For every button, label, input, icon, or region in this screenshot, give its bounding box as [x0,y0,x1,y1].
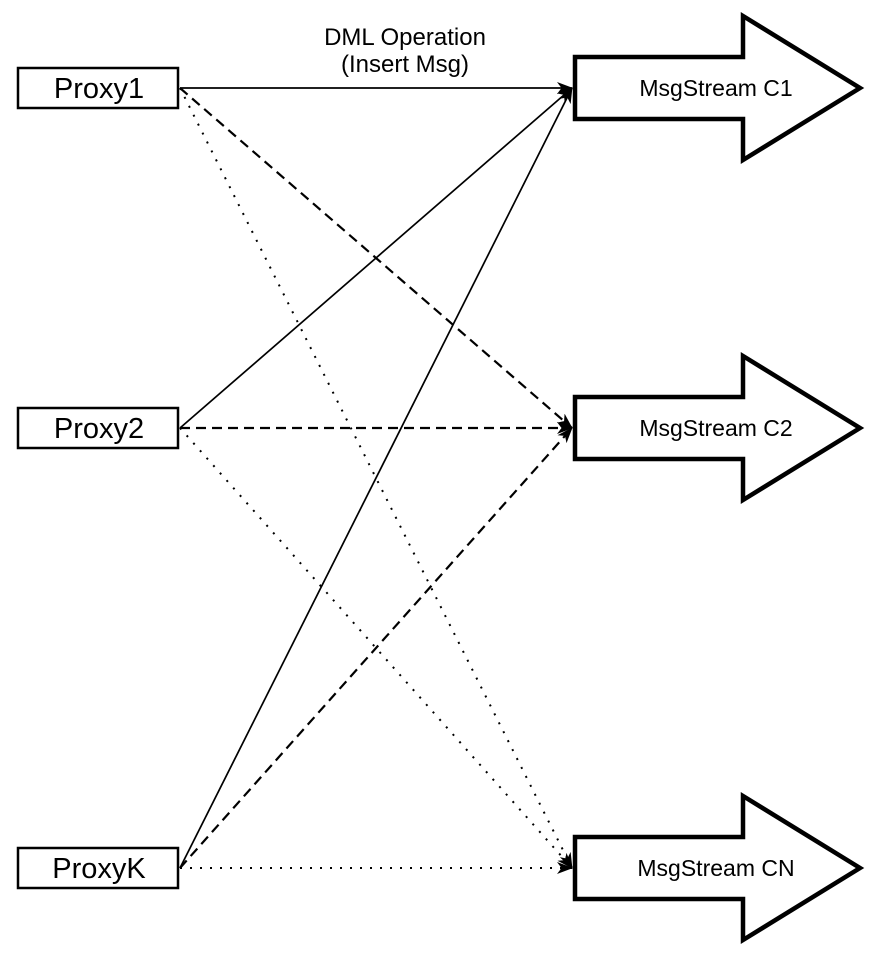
msgstream-c2-label: MsgStream C2 [639,415,792,441]
proxy2-box [16,406,180,450]
node-msgstream-c1: MsgStream C1 [572,11,865,165]
msgstream-c2-arrow-shape [572,351,865,505]
node-proxyk: ProxyK [16,846,180,890]
proxy1-box [16,66,180,110]
proxy2-label: Proxy2 [54,413,144,445]
diagram-title-line2: (Insert Msg) [341,51,469,78]
proxyk-label: ProxyK [52,853,146,885]
node-msgstream-c2: MsgStream C2 [572,351,865,505]
node-proxy1: Proxy1 [16,66,180,110]
edge-proxyk-to-c1 [179,87,573,869]
proxy1-label: Proxy1 [54,73,144,105]
msgstream-cn-label: MsgStream CN [637,855,794,881]
node-proxy2: Proxy2 [16,406,180,450]
proxyk-box [16,846,180,890]
edge-proxyk-to-c2 [179,427,573,869]
msgstream-c1-label: MsgStream C1 [639,75,792,101]
edges-layer [179,82,573,874]
edge-proxy1-to-c2 [179,87,573,429]
msgstream-c1-arrow-shape [572,11,865,165]
diagram-title-line1: DML Operation [324,24,486,51]
msgstream-cn-arrow-shape [572,791,865,945]
edge-proxy2-to-cn [179,427,573,869]
node-msgstream-cn: MsgStream CN [572,791,865,945]
